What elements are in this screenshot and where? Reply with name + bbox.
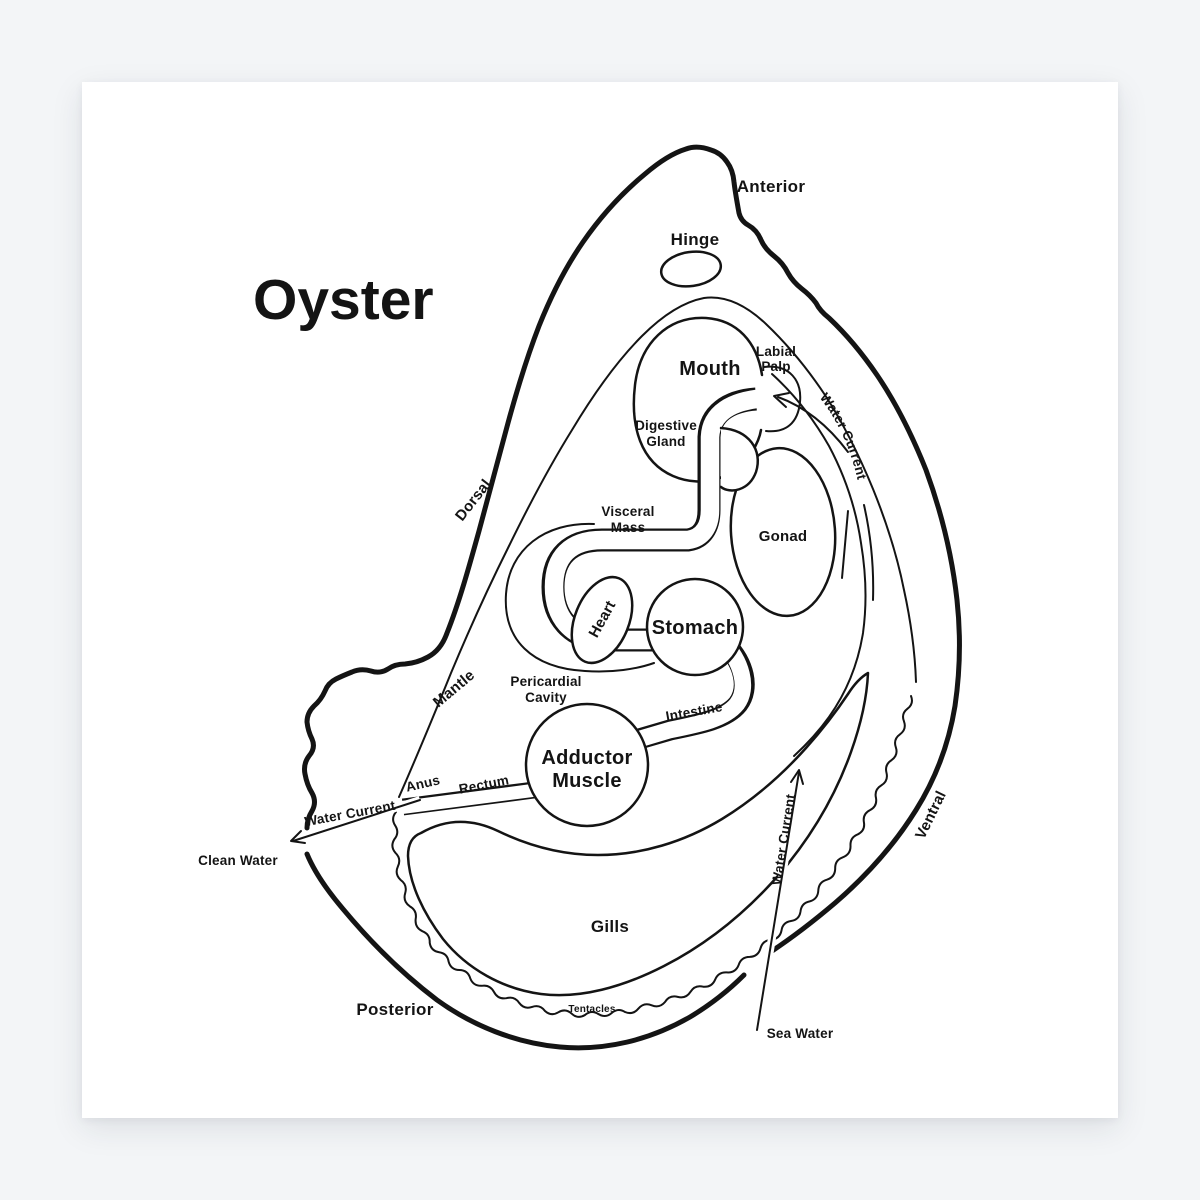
gills-outline (406, 671, 870, 997)
mantle-line (398, 296, 917, 798)
label-digestive-gland-line2: Gland (646, 434, 685, 449)
poster-title: Oyster (253, 268, 434, 332)
label-labial-palp-line1: Labial (756, 344, 796, 359)
label-mouth: Mouth (679, 358, 740, 380)
label-adductor-muscle-line2: Muscle (552, 770, 622, 792)
stomach-outline (645, 577, 745, 677)
label-anus: Anus (404, 772, 441, 794)
label-water-current-inhalant-top: Water Current (817, 390, 870, 481)
mouth-current-arrowhead (773, 392, 790, 408)
label-tentacles: Tentacles (568, 1004, 615, 1015)
flow-guide-line-1 (841, 510, 849, 579)
heart-outline (570, 575, 634, 665)
label-clean-water: Clean Water (198, 853, 278, 868)
label-sea-water: Sea Water (767, 1026, 834, 1041)
shell-outline (302, 144, 962, 1051)
palp-inner-loop (719, 426, 759, 492)
inhalant-arrowhead (790, 769, 804, 785)
label-digestive-gland-line1: Digestive (635, 418, 697, 433)
label-pericardial-cavity-line2: Cavity (525, 690, 567, 705)
rectum-tube-inner (397, 783, 537, 815)
esophagus-tube-inner (544, 388, 769, 650)
flow-guide-line-2 (863, 504, 875, 601)
inhalant-channel-line (771, 373, 867, 757)
label-gonad: Gonad (759, 528, 808, 545)
label-visceral-mass-line1: Visceral (601, 504, 654, 519)
label-gills: Gills (591, 917, 629, 936)
adductor-muscle-outline (524, 702, 650, 828)
label-stomach: Stomach (652, 617, 739, 639)
intestine-tube-inner (613, 635, 752, 754)
exhalant-arrowhead (290, 830, 306, 844)
label-posterior: Posterior (356, 1000, 433, 1019)
label-labial-palp-line2: Palp (761, 359, 790, 374)
labial-palp-outline (763, 365, 802, 433)
label-anterior: Anterior (737, 177, 806, 196)
mouth-current-arrow (777, 396, 849, 453)
label-hinge: Hinge (671, 230, 720, 249)
inhalant-arrow (756, 771, 800, 1031)
label-pericardial-cavity-line1: Pericardial (510, 674, 581, 689)
gonad-outline (729, 446, 837, 618)
hinge-outline (659, 250, 723, 288)
exhalant-arrow (292, 799, 421, 842)
label-ventral: Ventral (912, 788, 950, 842)
label-mantle: Mantle (430, 667, 478, 711)
label-adductor-muscle-line1: Adductor (541, 747, 632, 769)
tentacle-fringe-line (391, 695, 913, 1018)
label-visceral-mass-line2: Mass (611, 520, 646, 535)
pericardial-cavity-outline (504, 522, 655, 673)
